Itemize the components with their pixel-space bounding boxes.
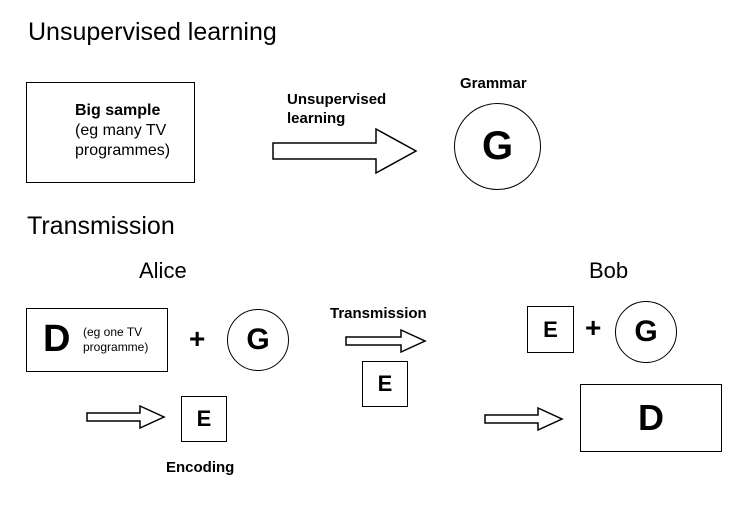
unsupervised-arrow-label: Unsupervised learning	[287, 90, 386, 128]
grammar-label: Grammar	[460, 75, 527, 92]
grammar-symbol: G	[481, 124, 514, 168]
alice-encoded-symbol: E	[196, 406, 212, 431]
alice-data-note-line1: (eg one TV	[83, 325, 143, 339]
big-sample-label: Big sample	[75, 102, 161, 119]
alice-grammar-symbol: G	[246, 323, 270, 356]
unsupervised-arrow-label-line2: learning	[287, 110, 346, 127]
unsupervised-arrow-label-line1: Unsupervised	[287, 91, 387, 108]
big-sample-note-line2: programmes)	[75, 142, 171, 159]
bob-decoded-symbol: D	[638, 397, 664, 438]
bob-grammar-symbol: G	[634, 315, 658, 348]
bob-decoding-arrow	[484, 406, 564, 432]
transmission-label: Transmission	[330, 305, 427, 322]
transmission-arrow	[345, 328, 427, 354]
bob-encoded-symbol: E	[543, 316, 558, 342]
section-title-unsupervised: Unsupervised learning	[28, 18, 277, 46]
big-sample-box: Big sample (eg many TV programmes)	[26, 82, 195, 183]
alice-plus-sign: +	[189, 323, 206, 354]
channel-encoded-box: E	[362, 361, 408, 407]
alice-data-symbol: D	[43, 318, 71, 360]
bob-decoded-box: D	[580, 384, 722, 452]
big-sample-note-line1: (eg many TV	[75, 122, 167, 139]
section-title-transmission: Transmission	[27, 212, 175, 240]
bob-name: Bob	[589, 258, 629, 283]
alice-encoded-box: E	[181, 396, 227, 442]
encoding-label: Encoding	[166, 459, 235, 476]
alice-grammar-circle: G	[227, 309, 289, 371]
unsupervised-learning-arrow	[272, 127, 418, 175]
alice-data-note: (eg one TV programme)	[83, 325, 148, 355]
grammar-circle: G	[454, 103, 541, 190]
bob-grammar-circle: G	[615, 301, 677, 363]
alice-data-box: D (eg one TV programme)	[26, 308, 168, 372]
alice-encoding-arrow	[86, 404, 166, 430]
alice-data-note-line2: programme)	[83, 340, 149, 354]
bob-plus-sign: +	[585, 312, 602, 343]
channel-encoded-symbol: E	[377, 371, 393, 396]
alice-name: Alice	[139, 258, 187, 283]
bob-encoded-box: E	[527, 306, 574, 353]
